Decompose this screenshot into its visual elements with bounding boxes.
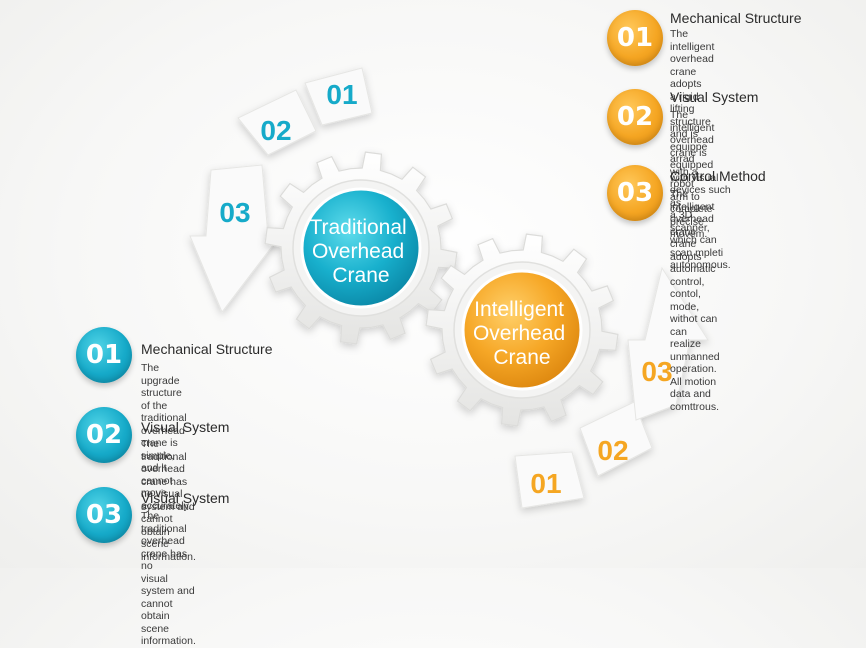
traditional-crane-hub bbox=[300, 187, 422, 309]
traditional-crane-label: Traditional Overhead Crane bbox=[309, 216, 412, 287]
traditional-label-line-2: Overhead bbox=[312, 240, 404, 263]
text-line: scene information. bbox=[141, 538, 196, 563]
text-line: precise movem. bbox=[670, 215, 708, 241]
text-line: The traditional overhead crane has no bbox=[141, 510, 188, 572]
left-curved-arrow: 01 02 03 bbox=[189, 67, 373, 313]
text-line: The traditional overhead crane has bbox=[141, 438, 188, 488]
traditional-label-line-3: Crane bbox=[332, 264, 389, 287]
text-line: autonomous. bbox=[670, 259, 731, 271]
number-badge: 03 bbox=[76, 487, 132, 543]
number-badge: 02 bbox=[607, 89, 663, 145]
left-arrow-step-03: 03 bbox=[219, 197, 250, 228]
text-line: and it cannot move accurately. bbox=[141, 462, 191, 512]
item-text: The traditional overhead crane has no vi… bbox=[141, 438, 196, 563]
text-line: no visual system and cannot obtain bbox=[141, 488, 195, 538]
traditional-label-line-1: Traditional bbox=[309, 216, 406, 239]
left-arrow-step-02: 02 bbox=[260, 115, 291, 146]
number-badge: 01 bbox=[607, 10, 663, 66]
intelligent-crane-label: Intelligent Overhead Crane bbox=[473, 298, 571, 369]
item-text: The intelligent overhead crane is equipp… bbox=[670, 109, 731, 272]
right-arrow-segment-02 bbox=[579, 401, 653, 477]
text-line: contol, mode, withot can can realize bbox=[670, 288, 718, 350]
item-text: The traditional overhead crane has no vi… bbox=[141, 510, 196, 648]
text-line: a rigid lifting structure and is equippe bbox=[670, 90, 711, 153]
left-arrow-segment-02 bbox=[237, 89, 317, 156]
intelligent-label-line-1: Intelligent bbox=[474, 298, 564, 321]
item-text: The intelligent overhead crane crane ado… bbox=[670, 188, 720, 413]
item-title: Visual System bbox=[141, 419, 230, 435]
number-badge: 03 bbox=[607, 165, 663, 221]
right-arrow-step-02: 02 bbox=[597, 435, 628, 466]
left-arrow-step-01: 01 bbox=[326, 79, 357, 110]
intelligent-label-line-3: Crane bbox=[493, 346, 550, 369]
text-line: information. bbox=[141, 635, 196, 647]
right-curved-arrow: 01 02 03 bbox=[514, 266, 709, 509]
intelligent-label-line-2: Overhead bbox=[473, 322, 565, 345]
item-title: Mechanical Structure bbox=[141, 341, 273, 357]
item-title: Control Method bbox=[670, 168, 766, 184]
text-line: The intelligent overhead crane bbox=[670, 188, 715, 238]
text-line: visual system and cannot obtain scene bbox=[141, 572, 195, 635]
text-line: The intelligent overhead crane adopts bbox=[670, 28, 715, 90]
left-arrow-segment-01 bbox=[304, 67, 373, 126]
right-arrow-step-01: 01 bbox=[530, 468, 561, 499]
right-arrow-step-03: 03 bbox=[641, 356, 672, 387]
item-title: Visual System bbox=[670, 89, 759, 105]
text-line: The intelligent overhead crane is bbox=[670, 109, 715, 159]
item-text: The upgrade structure of the traditional… bbox=[141, 362, 191, 512]
item-title: Mechanical Structure bbox=[670, 10, 802, 26]
text-line: equipped with visual devices such as bbox=[670, 159, 731, 209]
diagram-canvas: 01 02 03 01 02 03 Traditional Overhead C… bbox=[189, 67, 709, 509]
right-arrow-head bbox=[627, 266, 709, 421]
text-line: a 3D scanner, which can scan mpleti bbox=[670, 209, 724, 259]
text-line: data and comttrous. bbox=[670, 388, 720, 413]
text-line: The upgrade structure of the bbox=[141, 362, 182, 412]
number-badge: 01 bbox=[76, 327, 132, 383]
text-line: crane adopts automatic control, bbox=[670, 238, 716, 288]
item-text: The intelligent overhead crane adopts a … bbox=[670, 28, 714, 241]
right-arrow-segment-01 bbox=[514, 451, 585, 509]
text-line: traditional overhead crane is simple, bbox=[141, 412, 187, 462]
text-line: arrad with a robot arm to complete bbox=[670, 153, 713, 215]
intelligent-crane-hub bbox=[461, 269, 583, 391]
item-title: Visual System bbox=[141, 490, 230, 506]
text-line: unmanned operation. All motion bbox=[670, 350, 720, 388]
left-arrow-head bbox=[189, 164, 282, 313]
number-badge: 02 bbox=[76, 407, 132, 463]
